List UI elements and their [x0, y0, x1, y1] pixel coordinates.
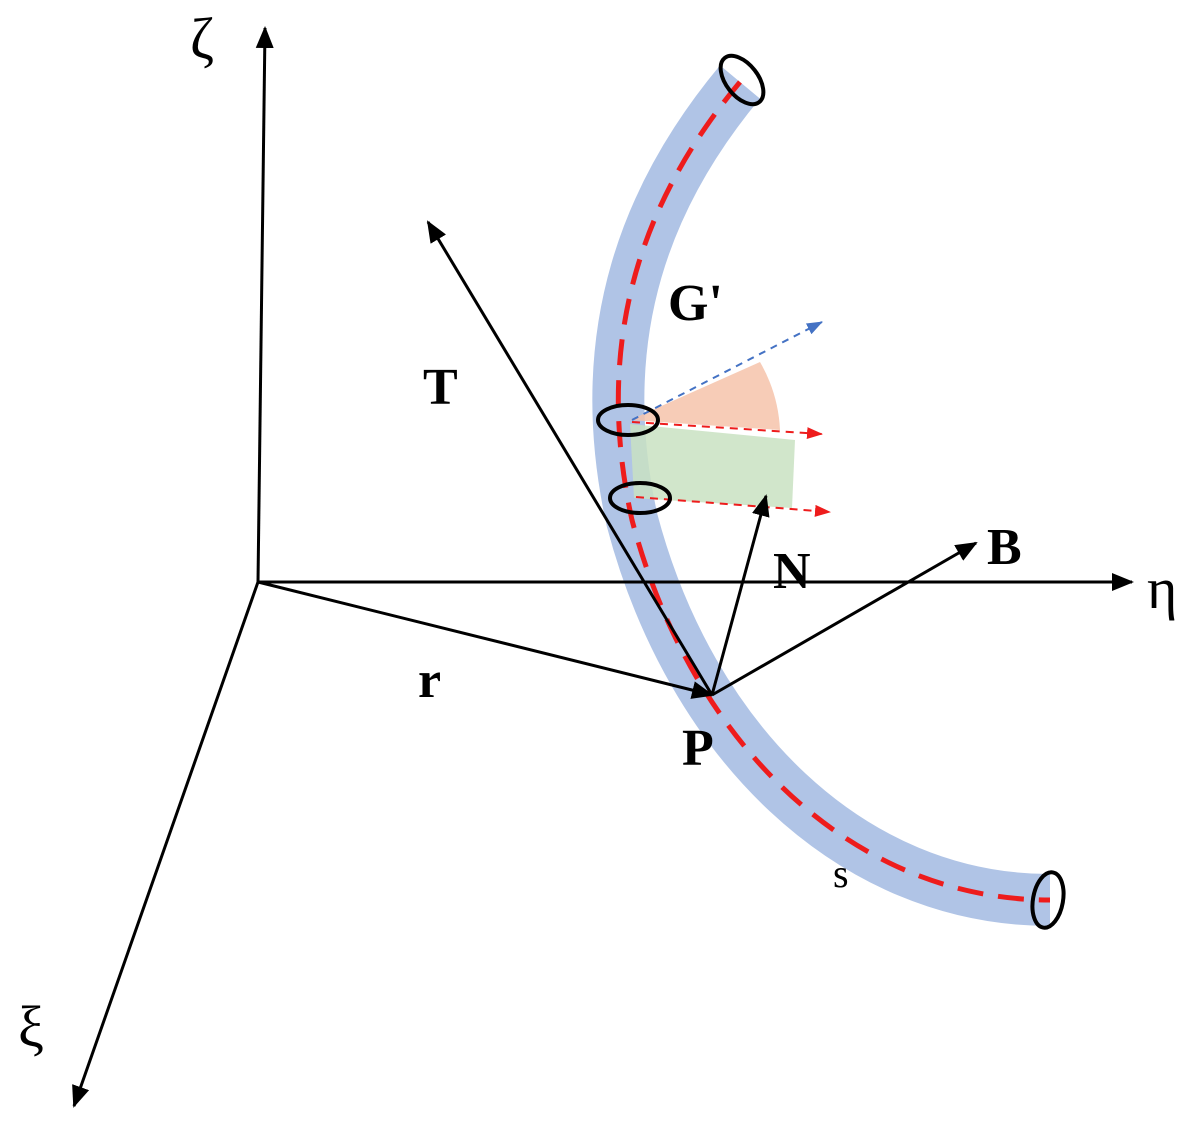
cross-section-ellipse-top-end: [718, 53, 766, 107]
B-label: B: [987, 519, 1022, 576]
zeta-axis: [255, 26, 274, 583]
normal-vector-N: [710, 494, 770, 696]
eta-label: η: [1147, 556, 1177, 621]
zeta-label: ζ: [190, 6, 214, 71]
tangent-vector-T: [426, 220, 714, 696]
dashed-red-arrow-upper: [631, 421, 823, 440]
cross-section-ellipse-upper: [596, 403, 660, 437]
cross-section-ellipse-bottom-end: [1030, 870, 1066, 930]
cross-section-ellipse-lower: [608, 481, 672, 515]
r-label: r: [418, 652, 441, 709]
binormal-vector-B: [711, 541, 978, 697]
centerline-dashed: [615, 80, 1051, 903]
G-prime-label: G': [668, 275, 723, 332]
T-label: T: [423, 359, 458, 416]
N-label: N: [773, 543, 811, 600]
xi-axis: [72, 581, 260, 1108]
cross-section-patch: [630, 424, 795, 508]
xi-label: ξ: [18, 994, 44, 1059]
s-label: s: [833, 851, 849, 896]
P-label: P: [682, 720, 714, 777]
position-vector-r: [257, 580, 714, 699]
angle-sector: [630, 362, 780, 430]
dashed-blue-arrow: [631, 321, 823, 421]
